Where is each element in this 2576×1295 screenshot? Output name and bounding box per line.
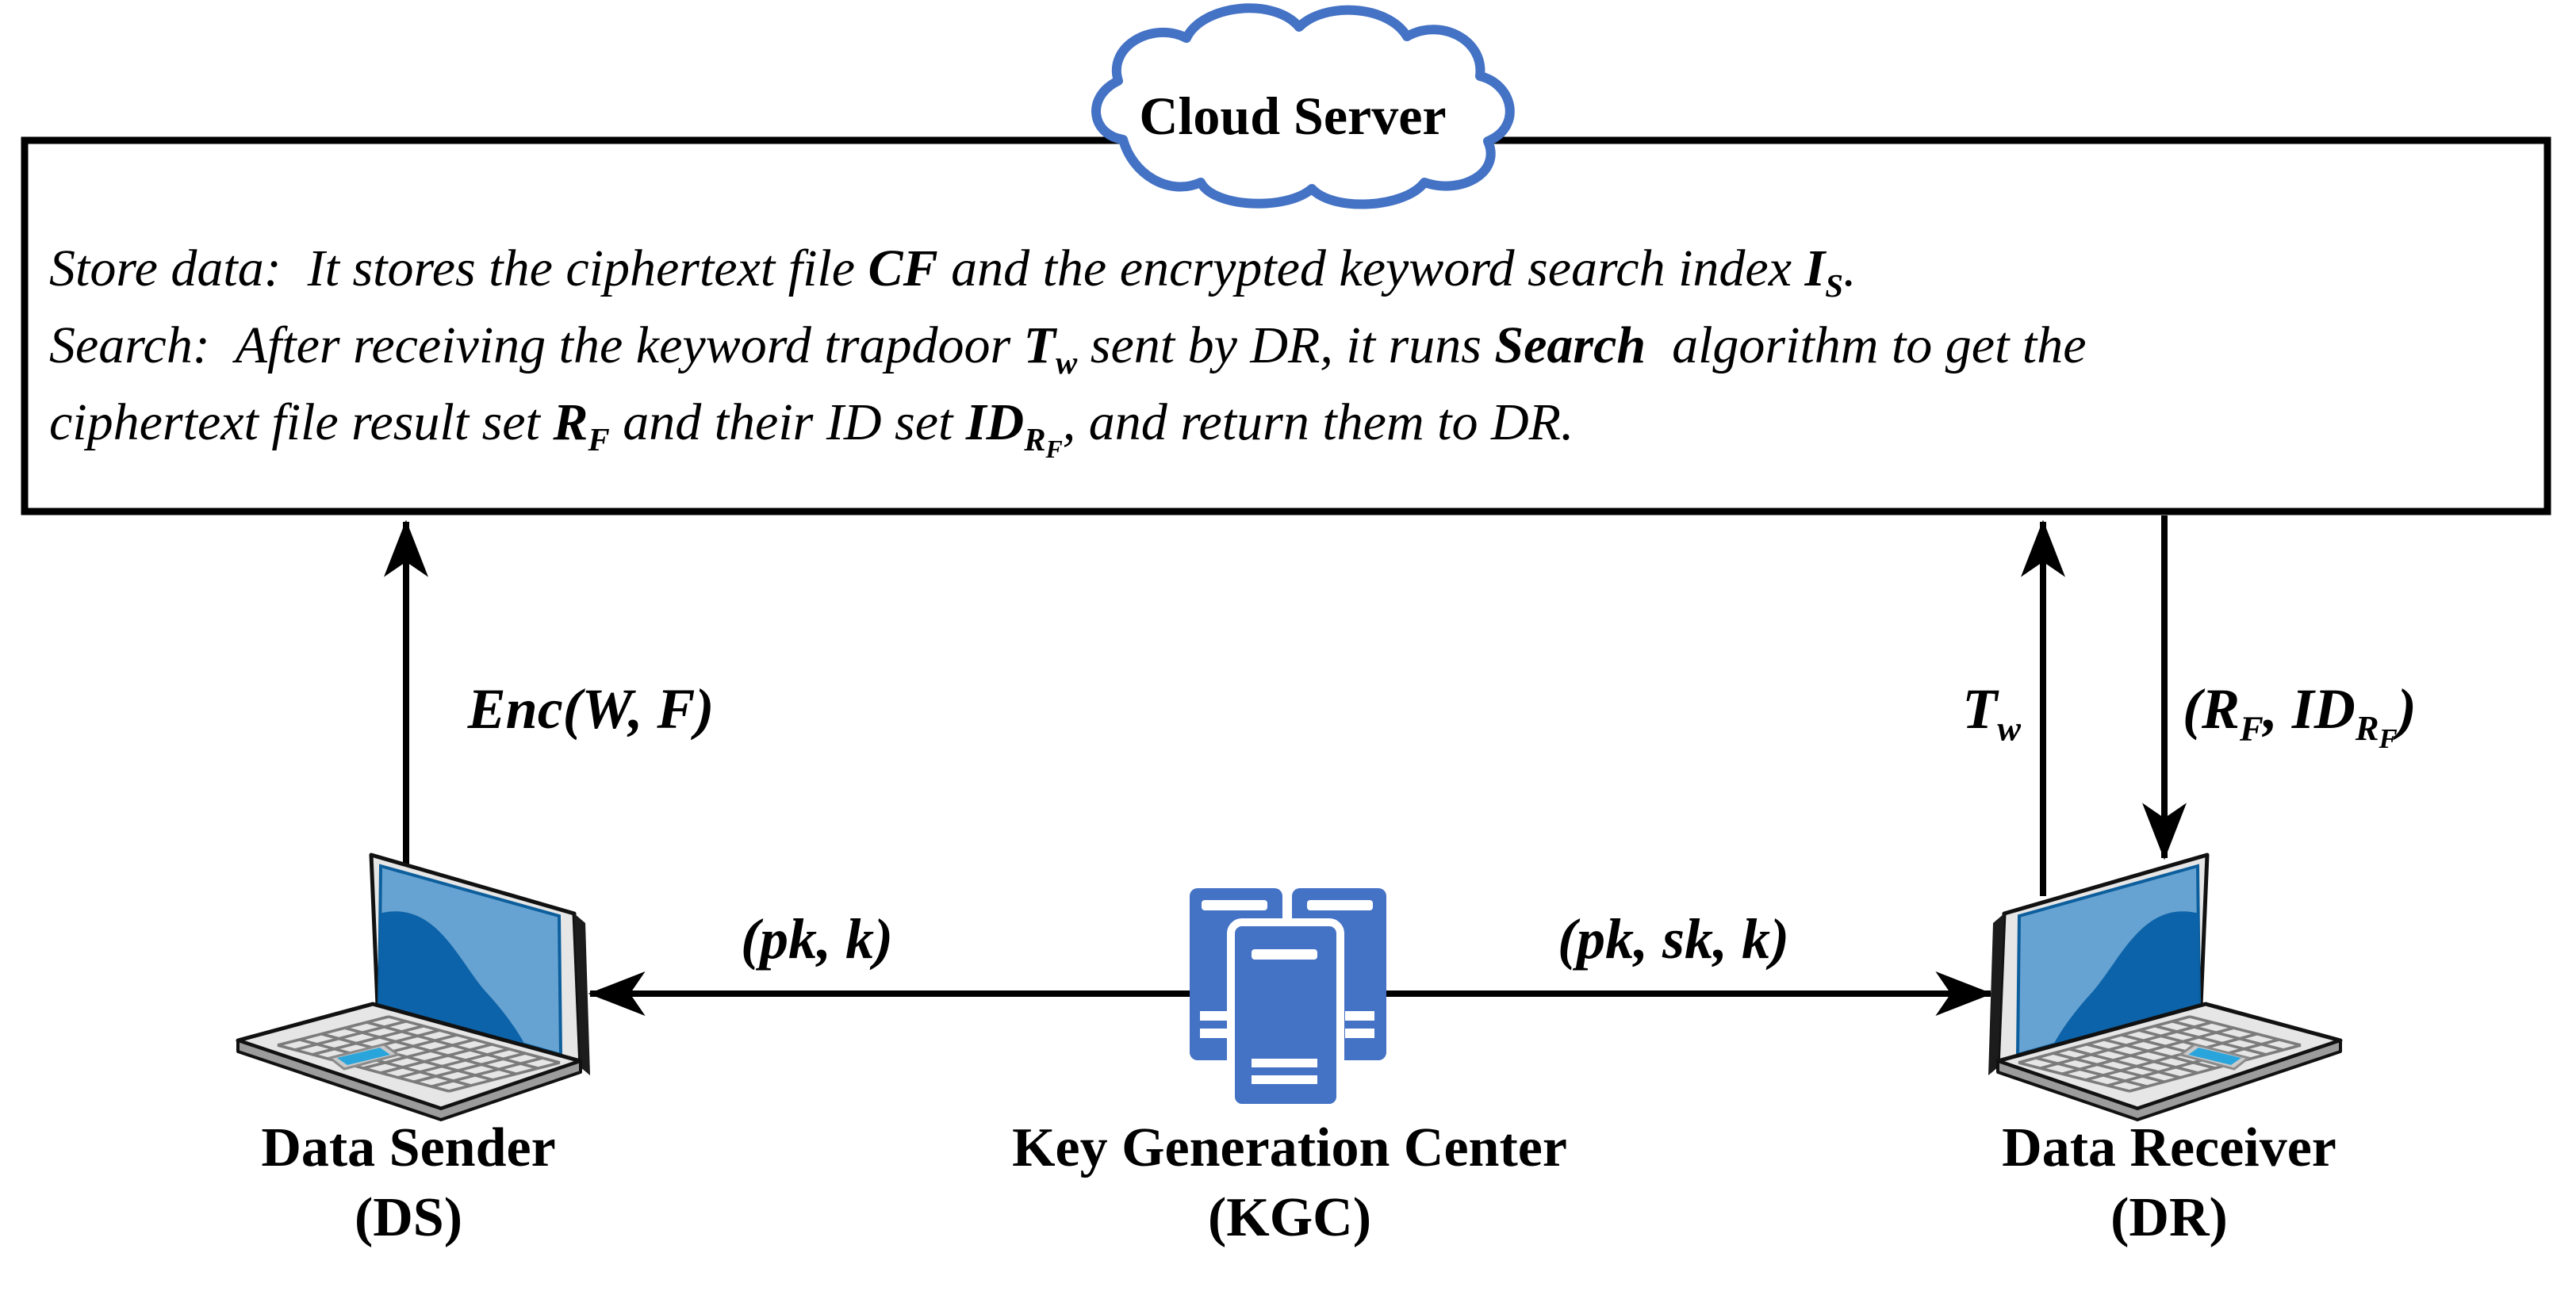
store-data-line: Store data: It stores the ciphertext fil… [49, 239, 1857, 305]
kgc-name: Key Generation Center [1012, 1117, 1567, 1178]
cloud-server-description: Store data: It stores the ciphertext fil… [49, 230, 2540, 464]
search-line-2: ciphertext file result set RF and their … [49, 393, 1574, 464]
edge-label-result: (RF, IDRF) [2183, 677, 2417, 755]
edge-label-trapdoor: Tw [1962, 677, 2021, 749]
node-label-kgc: Key Generation Center (KGC) [968, 1113, 1611, 1253]
laptop-icon [238, 855, 590, 1120]
edge-label-enc: Enc(W, F) [467, 677, 715, 741]
kgc-abbr: (KGC) [1207, 1187, 1372, 1248]
server-rack-icon [1190, 888, 1386, 1112]
data-sender-abbr: (DS) [354, 1187, 463, 1248]
data-receiver-abbr: (DR) [2110, 1187, 2228, 1248]
data-receiver-name: Data Receiver [2002, 1117, 2336, 1178]
edge-label-pk-sk-k: (pk, sk, k) [1558, 907, 1789, 971]
node-label-data-sender: Data Sender (DS) [87, 1113, 730, 1253]
node-label-data-receiver: Data Receiver (DR) [1848, 1113, 2490, 1253]
edge-label-pk-k: (pk, k) [741, 907, 893, 971]
data-sender-name: Data Sender [261, 1117, 556, 1178]
cloud-server-title: Cloud Server [1139, 86, 1447, 146]
search-line-1: Search: After receiving the keyword trap… [49, 316, 2087, 381]
cloud-outline-icon [1091, 3, 1515, 209]
